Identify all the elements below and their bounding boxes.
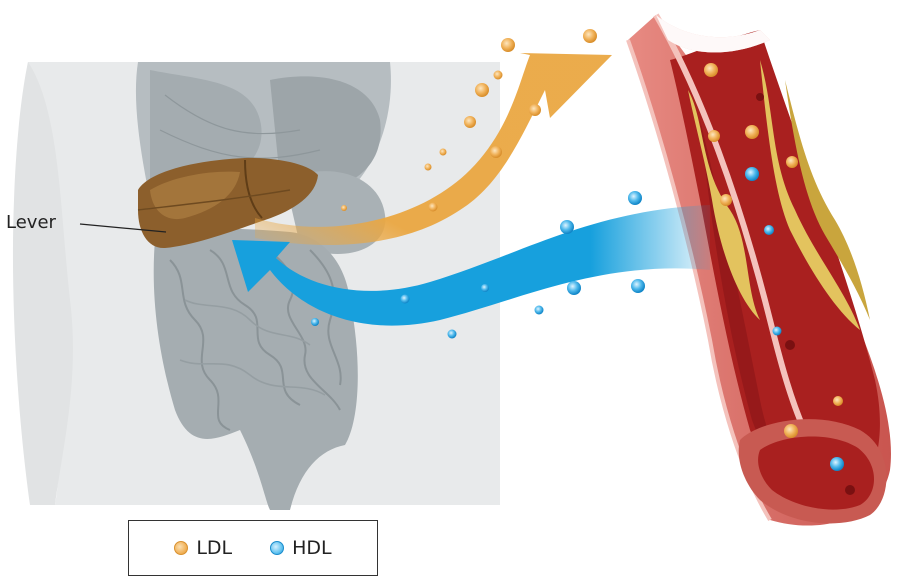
liver-label: Lever	[6, 212, 56, 233]
legend-label-ldl: LDL	[196, 537, 232, 559]
hdl-dot-icon	[270, 541, 284, 555]
legend: LDL HDL	[128, 520, 378, 576]
ldl-dot-icon	[174, 541, 188, 555]
legend-item-hdl: HDL	[270, 537, 332, 559]
blood-vessel	[628, 15, 891, 526]
legend-label-hdl: HDL	[292, 537, 332, 559]
legend-item-ldl: LDL	[174, 537, 232, 559]
